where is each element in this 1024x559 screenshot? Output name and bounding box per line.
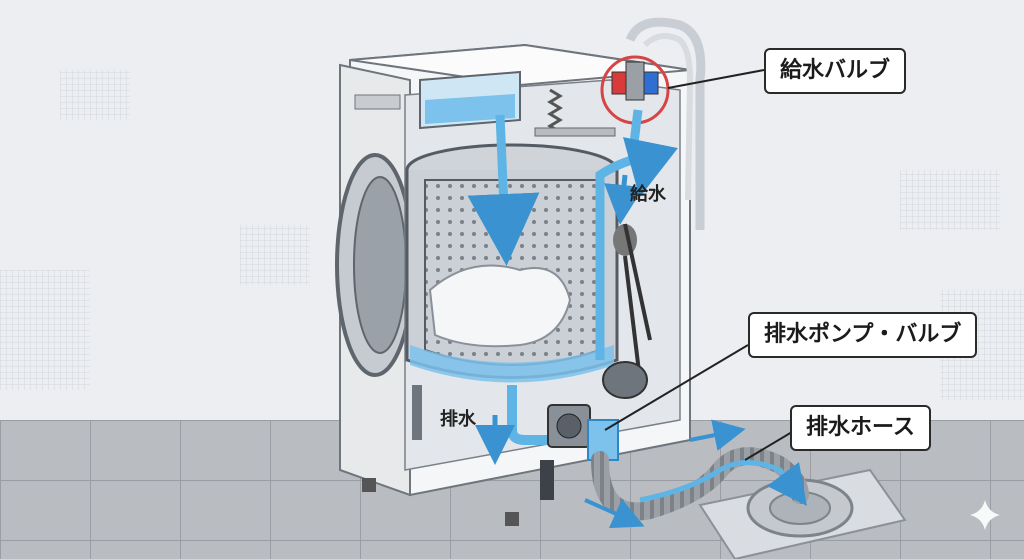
foot [505,512,519,526]
leader-inlet-valve [667,69,765,89]
sparkle-icon [970,500,1000,530]
mount-bar [534,127,616,137]
grid-panel [60,70,130,120]
motor [602,361,648,399]
label-inlet-valve: 給水バルブ [764,48,907,94]
suspension-spring [547,88,563,134]
label-drainage: 排水 [440,409,476,430]
foot [362,478,376,492]
drive-belt [623,223,652,381]
flow-arrow-detergent [467,114,540,266]
supply-arrow [604,174,644,225]
door-window [353,176,407,354]
laundry [428,264,572,348]
grid-panel [0,270,90,390]
grid-panel [900,170,1000,230]
label-drain-hose: 排水ホース [790,405,931,451]
hose-flow-arrow [639,460,807,506]
filter-cap [540,460,554,500]
supply-hose [625,17,706,230]
leader-drain-pump [604,344,749,431]
grid-panel [240,225,310,285]
control-panel [354,94,401,110]
tub-water [410,345,614,383]
label-water-supply: 給水 [630,184,666,205]
leader-drain-hose [744,431,793,461]
label-drain-pump-valve: 排水ポンプ・バルブ [748,312,978,358]
